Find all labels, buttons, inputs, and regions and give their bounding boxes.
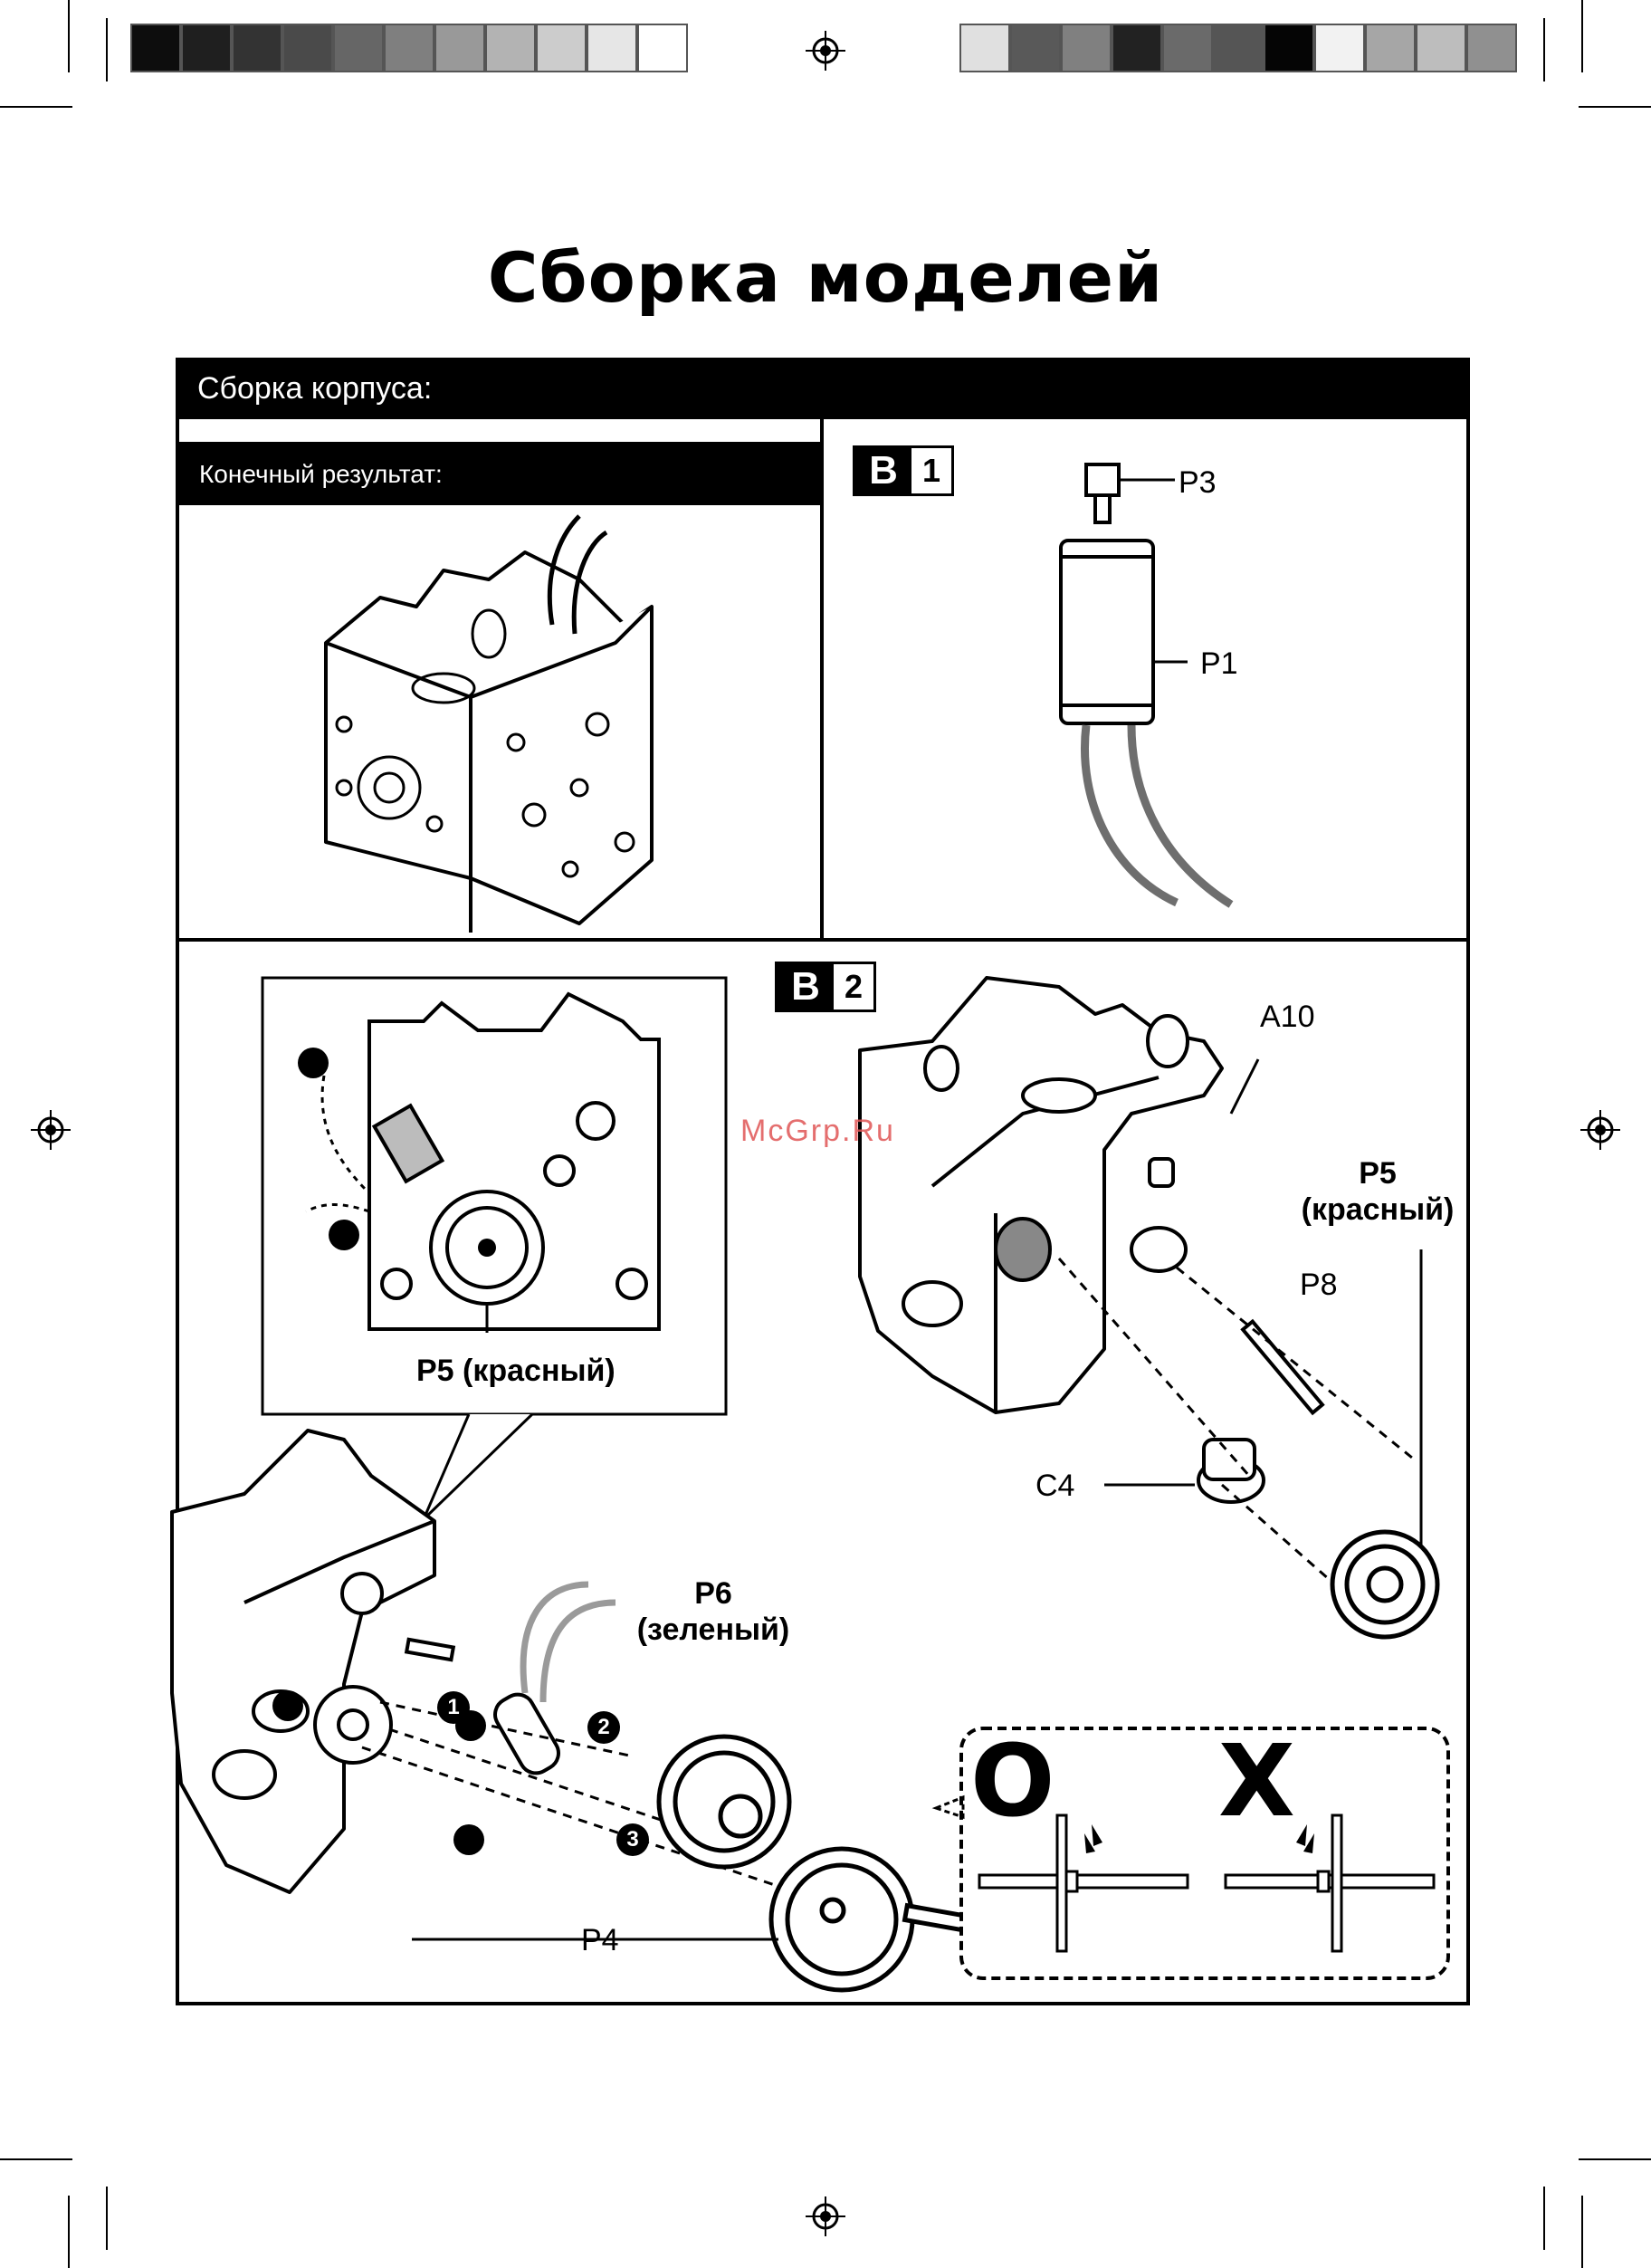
part-label-p5: P5 (красный) [1287, 1155, 1468, 1228]
part-label-c4: C4 [1035, 1469, 1074, 1504]
page-title: Сборка моделей [0, 237, 1651, 318]
step-badge-b1-letter: B [855, 448, 911, 493]
step-marker-3: 3 [616, 1823, 649, 1856]
frame-divider-vertical [820, 419, 824, 940]
part-label-p4: P4 [581, 1923, 619, 1958]
watermark: McGrp.Ru [740, 1114, 895, 1149]
frame-divider-middle [176, 938, 1470, 942]
part-label-p8: P8 [1300, 1268, 1338, 1303]
step-badge-b1: B 1 [853, 445, 954, 496]
final-result-header: Конечный результат: [179, 444, 820, 505]
step-badge-b1-number: 1 [911, 448, 951, 493]
part-label-a10: A10 [1260, 1000, 1315, 1035]
step-badge-b2-letter: B [778, 964, 834, 1010]
inset-part-label: P5 (красный) [416, 1353, 616, 1389]
final-housing-illustration [308, 516, 670, 933]
part-label-p6-line1: P6 [623, 1575, 804, 1612]
part-label-p3: P3 [1179, 465, 1217, 501]
wrong-sign: X [1218, 1731, 1295, 1831]
part-label-p6: P6 (зеленый) [623, 1575, 804, 1648]
part-label-p1: P1 [1200, 646, 1238, 682]
step-marker-1: 1 [437, 1691, 470, 1724]
correct-sign: O [970, 1731, 1055, 1831]
part-label-p5-line2: (красный) [1287, 1191, 1468, 1228]
housing-gears-illustration [163, 1421, 959, 2010]
motor-illustration [1059, 457, 1258, 919]
step-marker-2: 2 [587, 1711, 620, 1744]
part-label-p5-line1: P5 [1287, 1155, 1468, 1191]
part-label-p6-line2: (зеленый) [623, 1612, 804, 1648]
section-header: Сборка корпуса: [176, 358, 1470, 419]
